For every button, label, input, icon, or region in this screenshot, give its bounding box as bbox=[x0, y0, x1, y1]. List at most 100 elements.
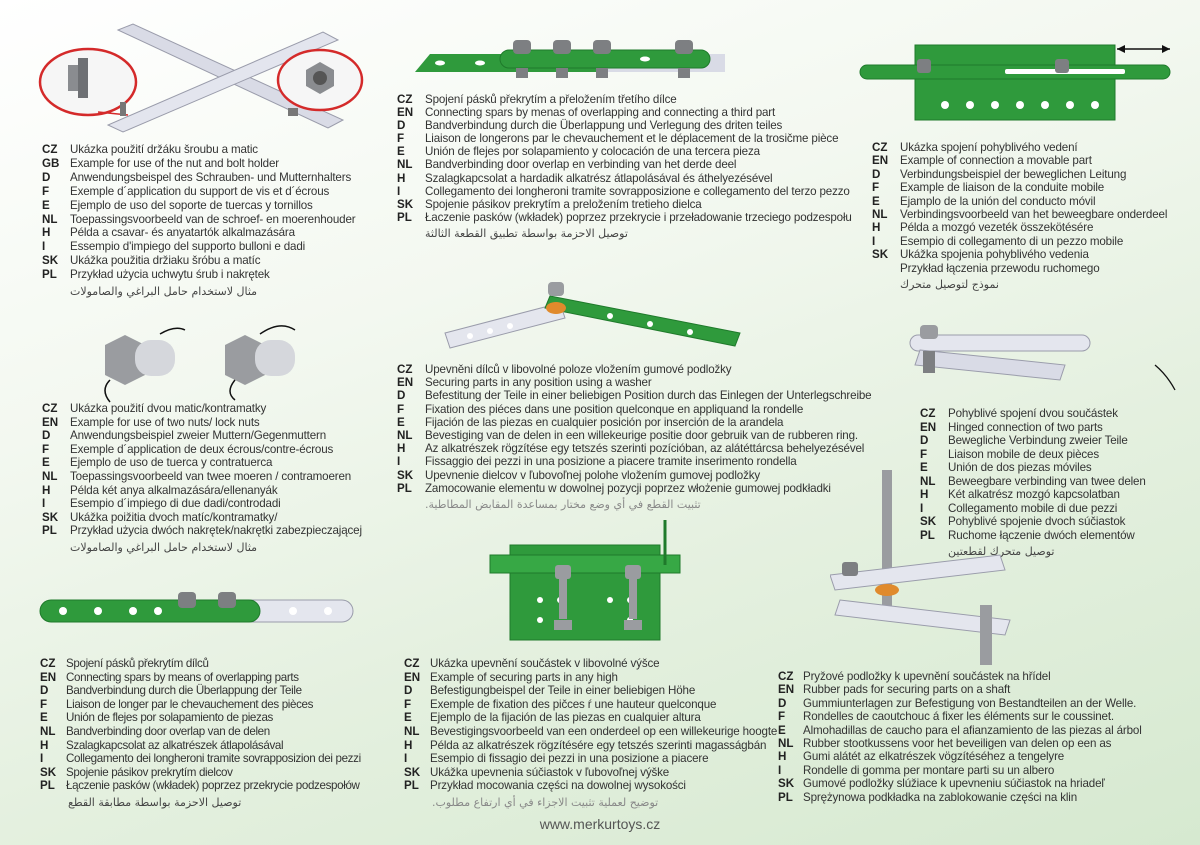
language-code: EN bbox=[920, 420, 937, 434]
caption-text: Példa két anya alkalmazására/ellenanyák bbox=[70, 483, 278, 497]
caption-line: H Példa a csavar- és anyatartók alkalmazá… bbox=[42, 226, 355, 240]
language-code: PL bbox=[404, 779, 419, 793]
caption-text: Liaison de longerons par le chevauchemen… bbox=[425, 132, 839, 146]
language-code: D bbox=[42, 170, 51, 184]
caption-text: Example de liaison de la conduite mobile bbox=[900, 181, 1105, 195]
caption-text: Az alkatrészek rögzítése egy tetszés sze… bbox=[425, 442, 865, 456]
caption-line: CZ Spojení pásků překrytím dílců bbox=[40, 657, 361, 671]
language-code: EN bbox=[404, 670, 421, 684]
language-code: H bbox=[42, 483, 51, 497]
language-code: NL bbox=[397, 158, 413, 172]
caption-text: Ukázka upevnění součástek v libovolné vý… bbox=[430, 657, 660, 670]
caption-line: CZ Ukázka spojení pohyblivého vedení bbox=[872, 141, 1167, 154]
caption-line: CZ Ukázka upevnění součástek v libovolné … bbox=[404, 657, 777, 671]
language-code: D bbox=[42, 429, 51, 443]
language-code: F bbox=[42, 442, 50, 456]
language-code: D bbox=[778, 696, 787, 710]
language-code: H bbox=[920, 488, 929, 501]
arabic-caption: مثال لاستخدام حامل البراغي والصامولات bbox=[70, 540, 258, 554]
nut-bolt-holder-illustration bbox=[38, 23, 364, 133]
language-code: NL bbox=[397, 429, 413, 443]
language-code: EN bbox=[397, 106, 414, 120]
caption-text: Unión de dos piezas móviles bbox=[948, 461, 1092, 474]
caption-text: Gummiunterlagen zur Befestigung von Best… bbox=[803, 696, 1137, 710]
caption-text: Spojení pásků překrytím dílců bbox=[66, 657, 209, 670]
any-height-caption: CZ Ukázka upevnění součástek v libovolné … bbox=[404, 657, 777, 810]
language-code: E bbox=[872, 194, 880, 208]
caption-text: Rubber pads for securing parts on a shaf… bbox=[803, 683, 1011, 697]
caption-text: Rondelles de caoutchouc á fixer les élém… bbox=[803, 710, 1114, 724]
arabic-caption: تثبيت القطع في أي وضع مختار بمساعدة المق… bbox=[425, 498, 701, 512]
lock-nuts-illustration bbox=[104, 325, 296, 403]
caption-text: Beweegbare verbinding van twee delen bbox=[948, 474, 1146, 488]
language-code: NL bbox=[872, 208, 888, 222]
caption-line: E Unión de dos piezas móviles bbox=[920, 461, 1146, 475]
caption-text: Upevněni dílců v libovolné poloze vložen… bbox=[425, 363, 732, 376]
caption-text: Ukázka spojení pohyblivého vedení bbox=[900, 141, 1078, 154]
caption-text: Exemple de fixation des pičces ŕ une hau… bbox=[430, 697, 717, 711]
caption-text: Fijación de las piezas en cualquier posi… bbox=[425, 415, 784, 429]
language-code: F bbox=[778, 710, 786, 724]
caption-text: Pryžové podložky k upevnění součástek na… bbox=[803, 670, 1051, 683]
caption-text: Szalagkapcsolat az alkatrészek átlapolás… bbox=[66, 738, 284, 752]
caption-text: Ejemplo de uso del soporte de tuercas y … bbox=[70, 198, 313, 212]
overlapping-parts-illustration bbox=[39, 592, 354, 623]
caption-text: Example of securing parts in any high bbox=[430, 670, 618, 684]
language-code: D bbox=[40, 684, 49, 698]
caption-text: Bandverbindung durch die Überlappung und… bbox=[425, 119, 783, 133]
language-code: E bbox=[920, 461, 928, 474]
caption-text: Anwendungsbeispiel zweier Muttern/Gegenm… bbox=[70, 429, 327, 443]
language-code: F bbox=[872, 181, 880, 195]
caption-text: Collegamento dei longheroni tramite sovr… bbox=[66, 752, 361, 766]
language-code: F bbox=[404, 697, 412, 711]
language-code: H bbox=[42, 226, 51, 240]
caption-text: Connecting spars by menas of overlapping… bbox=[425, 106, 776, 120]
caption-text: Befestigungbeispel der Teile in einer be… bbox=[430, 684, 696, 698]
language-code: NL bbox=[40, 724, 56, 738]
caption-text: Spojení pásků překrytím a přeložením tře… bbox=[425, 93, 677, 106]
language-code: PL bbox=[42, 524, 57, 538]
language-code: E bbox=[42, 198, 50, 212]
caption-text: Example for use of two nuts/ lock nuts bbox=[70, 415, 260, 429]
language-code: E bbox=[397, 415, 405, 429]
caption-text: Securing parts in any position using a w… bbox=[425, 376, 652, 390]
language-code: NL bbox=[42, 469, 58, 483]
caption-text: Pohyblivé spojení dvou součástek bbox=[948, 407, 1118, 420]
caption-text: Toepassingsvoorbeeld van de schroef- en … bbox=[70, 212, 356, 226]
caption-text: Essempio d'impiego del supporto bulloni … bbox=[70, 240, 306, 254]
language-code: PL bbox=[42, 268, 57, 282]
caption-text: Bandverbindung durch die Überlappung der… bbox=[66, 684, 302, 698]
language-code: D bbox=[397, 389, 406, 403]
caption-line: D Anwendungsbeispiel zweier Muttern/Gegen… bbox=[42, 429, 362, 443]
caption-text: Ukážka poižitia dvoch matíc/kontramatky/ bbox=[70, 510, 278, 524]
caption-text: Példa a csavar- és anyatartók alkalmazás… bbox=[70, 226, 295, 240]
caption-text: Example of connection a movable part bbox=[900, 154, 1092, 168]
language-code: CZ bbox=[404, 657, 420, 670]
website-url: www.merkurtoys.cz bbox=[539, 816, 661, 832]
language-code: CZ bbox=[872, 141, 888, 154]
language-code: EN bbox=[778, 683, 795, 697]
language-code: CZ bbox=[40, 657, 56, 670]
